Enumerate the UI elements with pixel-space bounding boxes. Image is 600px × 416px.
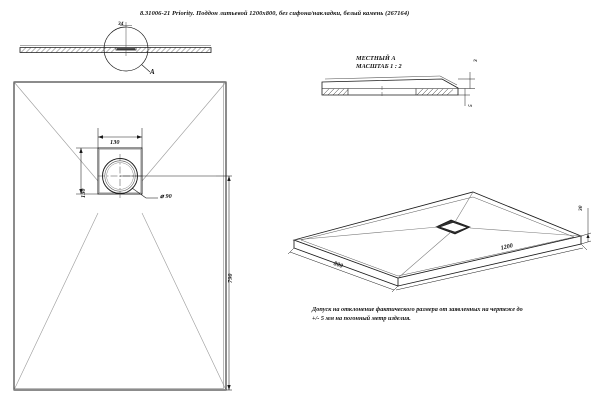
plan-drain-diameter-dim: ⌀ 90 xyxy=(160,193,172,200)
detail-step-dim: 5 xyxy=(468,104,474,107)
top-section-view xyxy=(19,22,212,73)
plan-overall-depth-dim: 790 xyxy=(227,273,234,283)
section-thickness-dim: 34 xyxy=(118,21,124,27)
detail-view-name: МЕСТНЫЙ А xyxy=(356,55,396,62)
detail-view-scale: МАСШТАБ 1 : 2 xyxy=(356,63,402,71)
tolerance-note: Допуск на отклонение фактического размер… xyxy=(312,306,523,322)
detail-view-title: МЕСТНЫЙ А МАСШТАБ 1 : 2 xyxy=(356,55,402,72)
detail-height-dim: 3 xyxy=(473,59,479,62)
plan-view xyxy=(13,81,232,391)
detail-marker-a: A xyxy=(150,68,155,76)
isometric-view xyxy=(288,191,592,293)
plan-drain-depth-dim: 130 xyxy=(80,188,87,198)
detail-view-section xyxy=(321,72,475,106)
plan-drain-width-dim: 130 xyxy=(110,139,120,146)
iso-height-dim: 30 xyxy=(578,205,584,211)
drawing-title: 8.31006-21 Priority. Поддон литьевой 120… xyxy=(140,10,410,17)
